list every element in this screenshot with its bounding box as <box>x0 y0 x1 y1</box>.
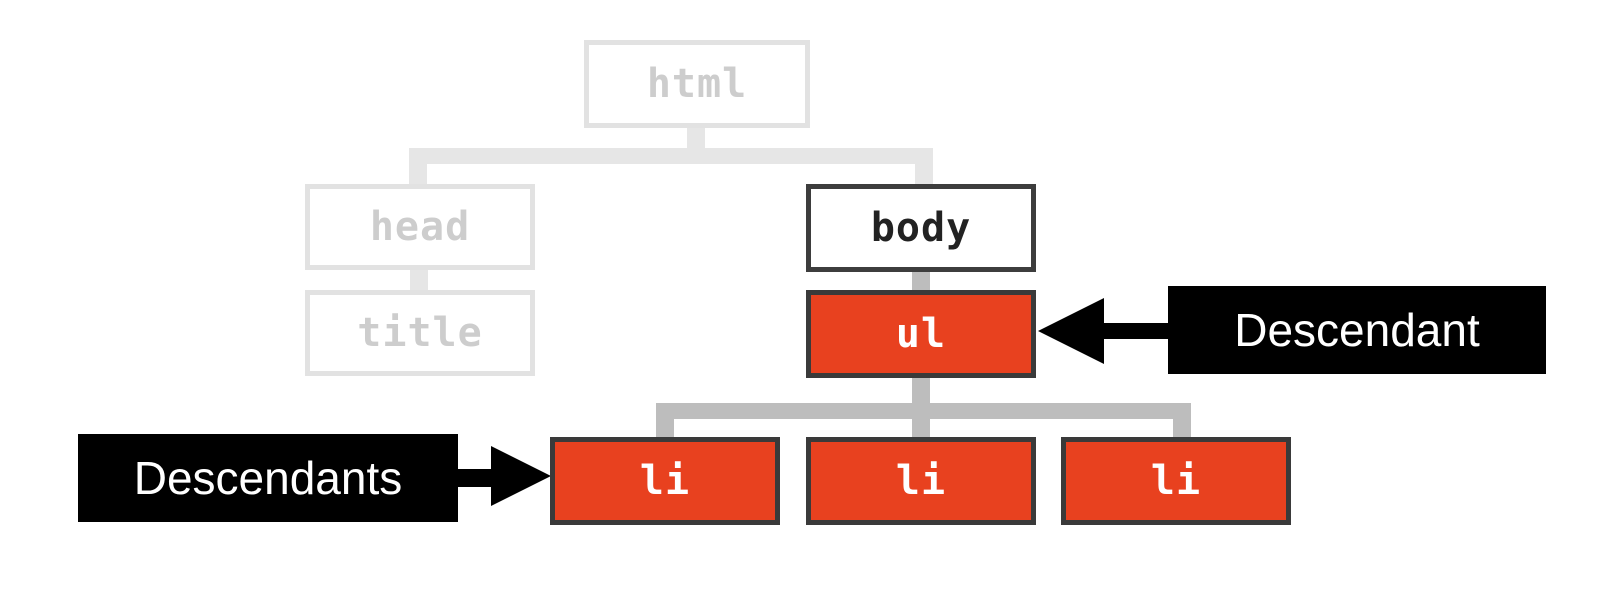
node-head: head <box>305 184 535 270</box>
callout-descendants: Descendants <box>78 434 458 522</box>
node-li-1: li <box>550 437 780 525</box>
connector-li2-drop <box>912 403 930 437</box>
arrow-descendants-shaft <box>455 469 495 487</box>
node-body: body <box>806 184 1036 272</box>
connector-head-drop <box>409 148 427 184</box>
arrow-descendants-head <box>491 446 551 506</box>
node-ul: ul <box>806 290 1036 378</box>
connector-body-ul <box>912 272 930 290</box>
connector-li1-drop <box>656 403 674 437</box>
node-li-2: li <box>806 437 1036 525</box>
connector-head-title <box>410 270 428 290</box>
active-connectors <box>656 272 1191 437</box>
faded-connectors <box>409 128 933 290</box>
node-title: title <box>305 290 535 376</box>
callout-descendant: Descendant <box>1168 286 1546 374</box>
arrow-descendant-shaft <box>1100 323 1172 339</box>
node-html: html <box>584 40 810 128</box>
connector-li3-drop <box>1173 403 1191 437</box>
arrow-descendant-head <box>1038 298 1104 364</box>
callout-arrows <box>455 298 1172 506</box>
node-li-3: li <box>1061 437 1291 525</box>
connector-body-drop <box>915 148 933 184</box>
connector-html-bar <box>409 148 933 164</box>
